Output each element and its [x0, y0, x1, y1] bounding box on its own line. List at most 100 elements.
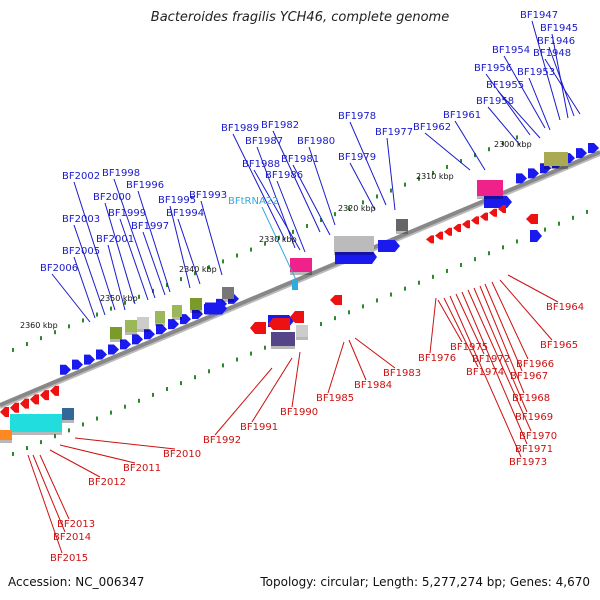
forward-gene-label: BF1980 — [297, 136, 335, 147]
leader-line — [253, 169, 301, 251]
leader-line — [142, 231, 166, 296]
tick-mark — [334, 212, 336, 217]
forward-gene-label: BF1986 — [265, 170, 303, 181]
leader-line — [443, 297, 479, 368]
leader-line — [232, 133, 286, 241]
tick-mark — [334, 316, 336, 321]
gene-shadow — [0, 440, 12, 443]
scale-label: 2360 kbp — [20, 321, 58, 330]
leader-line — [467, 289, 532, 432]
tick-mark — [124, 404, 126, 409]
tick-mark — [586, 209, 588, 214]
reverse-gene-arrow — [268, 318, 290, 330]
tick-mark — [166, 283, 168, 288]
leader-line — [51, 273, 91, 323]
gene-block-cyan — [10, 414, 62, 432]
reverse-gene-label: BF1990 — [280, 407, 318, 418]
leader-line — [113, 178, 156, 299]
accession-text: Accession: NC_006347 — [8, 575, 145, 589]
gene-block-olive — [110, 327, 122, 339]
gene-block-pink — [290, 258, 312, 272]
tick-mark — [26, 446, 28, 451]
tick-mark — [236, 357, 238, 362]
leader-line — [454, 120, 486, 171]
tick-mark — [516, 135, 518, 140]
reverse-gene-arrow — [526, 214, 538, 224]
tick-mark — [446, 268, 448, 273]
tick-mark — [362, 200, 364, 205]
genome-summary-text: Topology: circular; Length: 5,277,274 bp… — [260, 575, 590, 589]
forward-gene-label: BF1997 — [131, 221, 169, 232]
forward-gene-arrow — [588, 143, 599, 154]
leader-line — [507, 274, 559, 303]
leader-line — [485, 73, 531, 136]
reverse-gene-arrow — [0, 407, 9, 417]
reverse-gene-arrow — [489, 208, 497, 217]
forward-gene-label: BF2003 — [62, 214, 100, 225]
reverse-gene-arrow — [250, 322, 266, 334]
gene-block-grey — [334, 236, 374, 252]
tick-mark — [250, 351, 252, 356]
reverse-gene-label: BF1985 — [316, 393, 354, 404]
gene-block-olive — [155, 311, 165, 323]
trna-gene-block — [292, 280, 298, 290]
reverse-gene-arrow — [435, 231, 443, 240]
reverse-gene-arrow — [498, 205, 506, 214]
leader-line — [531, 20, 561, 121]
reverse-gene-label: BF2011 — [123, 463, 161, 474]
tick-mark — [236, 253, 238, 258]
forward-gene-label: BF1955 — [486, 80, 524, 91]
forward-gene-label: BF1977 — [375, 127, 413, 138]
tick-mark — [180, 381, 182, 386]
forward-gene-arrow — [96, 349, 107, 360]
tick-mark — [264, 345, 266, 350]
forward-gene-label: BF1953 — [517, 67, 555, 78]
forward-gene-label: BF1958 — [476, 96, 514, 107]
reverse-gene-label: BF1969 — [515, 412, 553, 423]
tick-mark — [278, 235, 280, 240]
forward-gene-arrow — [72, 359, 83, 370]
tick-mark — [348, 310, 350, 315]
gene-shadow — [271, 346, 295, 349]
leader-line-group — [27, 20, 581, 554]
forward-gene-label: BF1954 — [492, 45, 530, 56]
reverse-gene-arrow — [290, 311, 304, 323]
leader-line — [484, 283, 523, 372]
tick-mark — [96, 312, 98, 317]
reverse-gene-label: BF1968 — [512, 393, 550, 404]
gene-block-khaki — [544, 152, 568, 166]
tick-mark — [446, 164, 448, 169]
tick-mark — [68, 428, 70, 433]
reverse-gene-arrow — [444, 227, 452, 236]
gene-block-orange — [0, 430, 12, 440]
reverse-gene-arrow — [20, 398, 29, 409]
gene-block-grey — [137, 317, 149, 329]
leader-line — [424, 132, 471, 171]
forward-gene-label: BF1994 — [166, 208, 204, 219]
map-title: Bacteroides fragilis YCH46, complete gen… — [150, 10, 450, 25]
reverse-gene-label: BF2013 — [57, 519, 95, 530]
leader-line — [292, 164, 331, 236]
leader-line — [497, 90, 541, 139]
gene-shadow — [544, 166, 568, 169]
leader-line — [27, 454, 63, 554]
tick-mark — [26, 342, 28, 347]
forward-gene-label: BF1989 — [221, 123, 259, 134]
gene-block-steel — [62, 408, 74, 420]
leader-line — [544, 58, 581, 115]
tick-mark — [320, 322, 322, 327]
gene-block-purple — [271, 332, 295, 346]
reverse-gene-label: BF1992 — [203, 435, 241, 446]
tick-mark — [54, 330, 56, 335]
gene-shadow — [172, 317, 182, 320]
tick-mark — [404, 286, 406, 291]
leader-line — [119, 218, 149, 301]
scale-label: 2310 kbp — [416, 172, 454, 181]
scale-label: 2320 kbp — [338, 204, 376, 213]
leader-line — [386, 137, 396, 211]
tick-mark — [572, 215, 574, 220]
tick-mark — [418, 280, 420, 285]
tick-mark — [544, 227, 546, 232]
forward-gene-label: BF1961 — [443, 110, 481, 121]
tick-mark — [390, 188, 392, 193]
